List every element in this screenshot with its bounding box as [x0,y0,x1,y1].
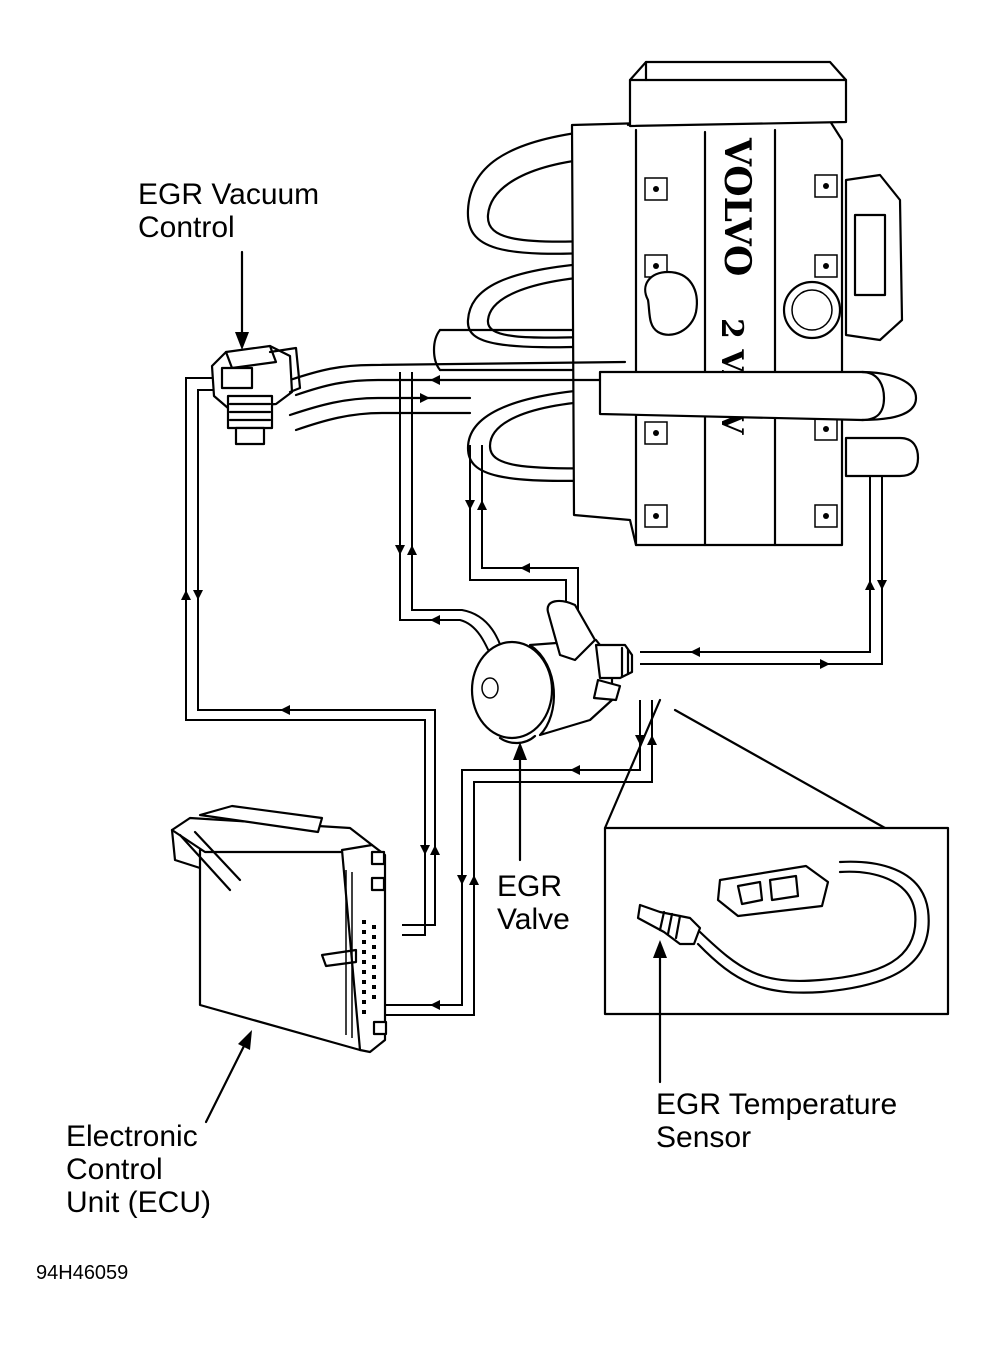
vacuum-hoses [288,360,627,432]
volvo-marking: VOLVO [716,137,758,276]
egr-valve-component [470,599,634,745]
figure-code: 94H46059 [36,1262,129,1284]
ecu-label-line2: Control [66,1153,163,1186]
temp-sensor-leader [653,940,667,1084]
egr-valve-label: EGR Valve [497,870,570,936]
vacuum-control-leader [235,250,249,350]
ecu-label-line1: Electronic [66,1120,198,1153]
ecu-leader [204,1030,252,1124]
egr-valve-leader [513,742,527,862]
temp-sensor-label: EGR Temperature Sensor [656,1088,897,1154]
leader-arrows [204,250,667,1124]
ecu-label-line3: Unit (ECU) [66,1186,212,1219]
egr-vacuum-control-component [210,344,302,446]
vacuum-control-label-line2: Control [138,211,235,244]
vacuum-control-label-line1: EGR Vacuum [138,178,320,211]
ecu-label: Electronic Control Unit (ECU) [66,1120,211,1219]
bolt-pads [644,174,838,528]
vacuum-control-label: EGR Vacuum Control [138,178,319,244]
ecu-component [170,804,388,1054]
engine: VOLVO 2 VALV [432,60,920,547]
temp-sensor-inset [603,698,950,1016]
egr-valve-label-line2: Valve [497,903,570,936]
egr-valve-label-line1: EGR [497,870,563,903]
temp-sensor-label-line1: EGR Temperature [656,1088,898,1121]
temp-sensor-label-line2: Sensor [656,1121,752,1154]
oil-cap [644,270,698,336]
